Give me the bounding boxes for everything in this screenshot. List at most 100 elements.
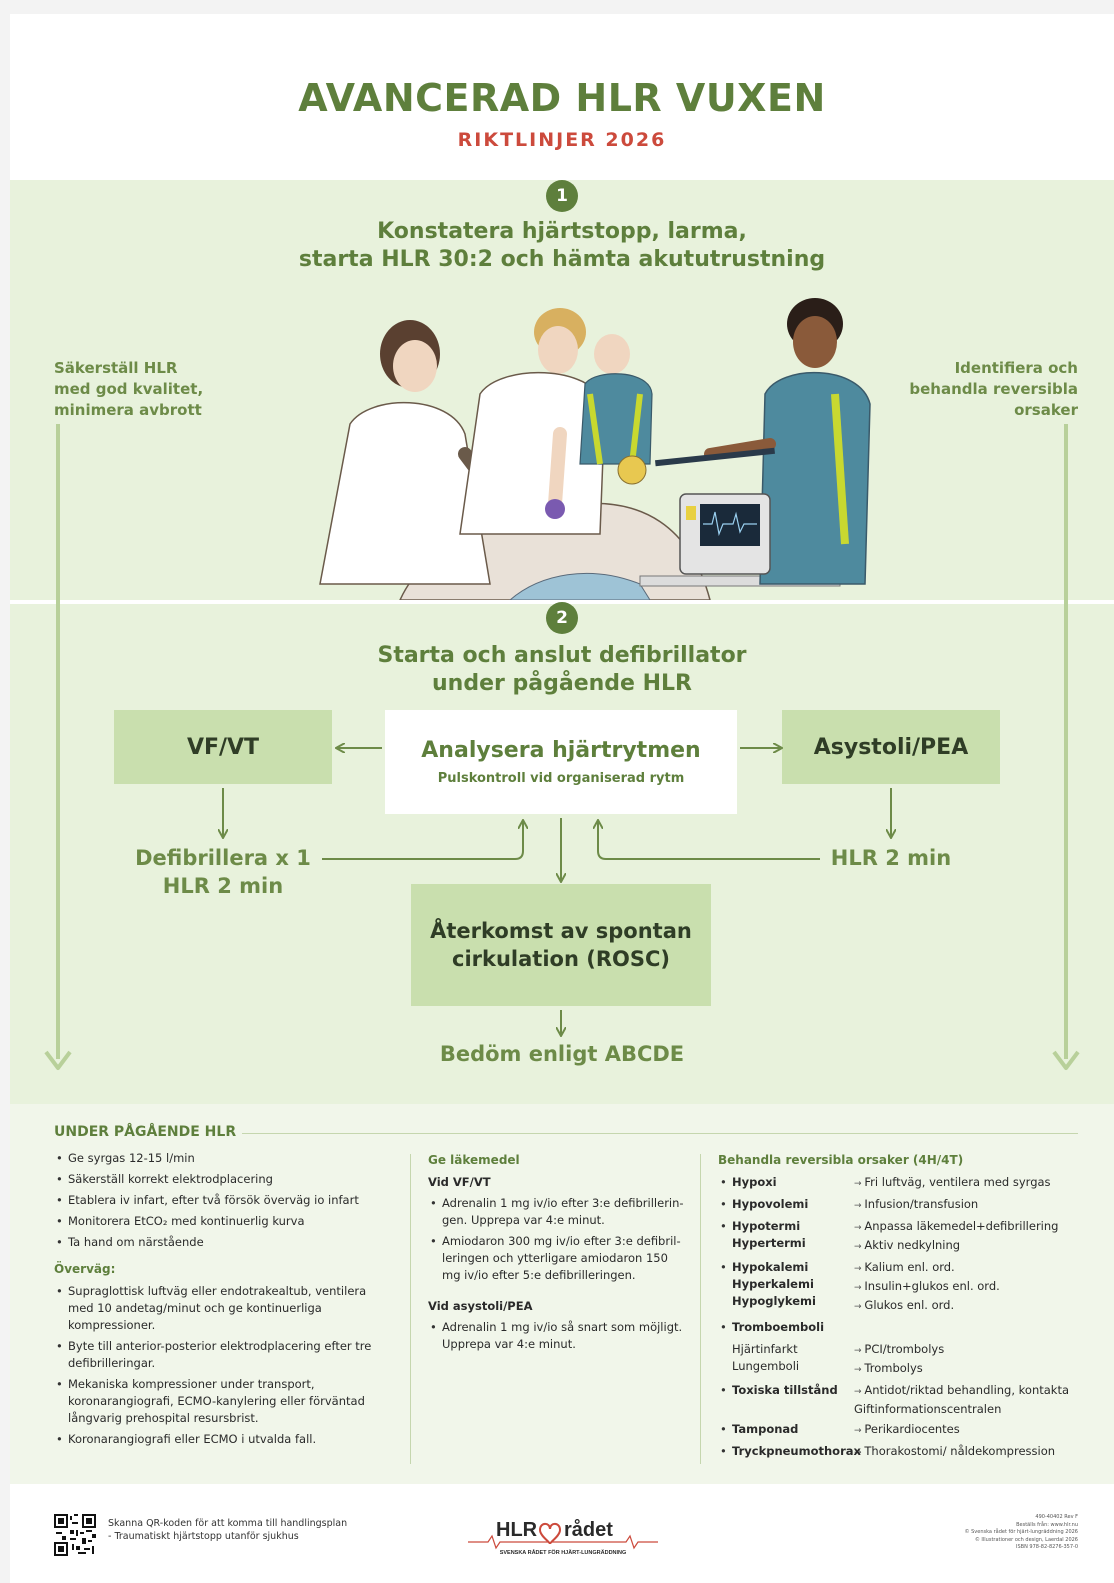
qr-code[interactable] [54, 1514, 96, 1556]
asystole-pea-box: Asystoli/PEA [782, 710, 1000, 784]
treatment-label: Perikardiocentes [854, 1421, 1082, 1440]
treatment-label: Aktiv nedkylning [854, 1237, 1082, 1256]
cpr-2-min-label: HLR 2 min [782, 844, 1000, 872]
publication-line: ISBN 978-82-8276-357-0 [1016, 1544, 1078, 1550]
cause-row: Hypoxi Fri luftväg, ventilera med syrgas [718, 1174, 1082, 1193]
under-cpr-heading: UNDER PÅGÅENDE HLR [54, 1124, 237, 1140]
list-item: Etablera iv infart, efter två försök öve… [54, 1192, 390, 1209]
step-2-line-2: under pågående HLR [432, 671, 692, 696]
drugs-heading: Ge läkemedel [428, 1153, 520, 1167]
treatment-label: Anpassa läkemedel+defibrillering [854, 1218, 1082, 1237]
cause-row: HypotermiHypertermiAnpassa läkemedel+def… [718, 1218, 1082, 1256]
list-item: Ge syrgas 12-15 l/min [54, 1150, 390, 1167]
defibrillate-label: Defibrillera x 1 HLR 2 min [114, 844, 332, 900]
asystole-drugs-heading: Vid asystoli/PEA [428, 1299, 533, 1313]
treatment-label: Trombolys [854, 1360, 1082, 1379]
cause-treatment: Perikardiocentes [854, 1421, 1082, 1440]
column-separator [700, 1154, 701, 1464]
analyse-rhythm-title: Analysera hjärtrytmen [421, 738, 701, 763]
step-2-badge: 2 [546, 602, 578, 634]
cause-label: Lungemboli [732, 1359, 800, 1373]
treatment-label: Glukos enl. ord. [854, 1297, 1082, 1316]
column-separator [410, 1154, 411, 1464]
consider-list: Supraglottisk luftväg eller endotrakealt… [54, 1283, 390, 1448]
publication-line: 490-40402 Rev F [1035, 1514, 1078, 1520]
hlr-radet-logo: HLR rådet SVENSKA RÅDET FÖR HJÄRT-LUNGRÄ… [468, 1518, 658, 1556]
side-right-line: behandla reversibla [909, 380, 1078, 398]
pulse-check-note: Pulskontroll vid organiserad rytm [437, 771, 685, 786]
list-item: Ta hand om närstående [54, 1234, 390, 1251]
publication-info: 490-40402 Rev F Beställs från: www.hlr.n… [928, 1514, 1078, 1552]
list-item: Supraglottisk luftväg eller endotrakealt… [54, 1283, 390, 1334]
reversible-causes-column: Behandla reversibla orsaker (4H/4T) Hypo… [718, 1152, 1082, 1465]
analyse-rhythm-box: Analysera hjärtrytmen Pulskontroll vid o… [385, 710, 737, 814]
cause-label: Hypoglykemi [732, 1294, 816, 1308]
asystole-drug-list: Adrenalin 1 mg iv/io så snart som möjlig… [428, 1319, 690, 1353]
asystole-pea-label: Asystoli/PEA [813, 734, 969, 760]
footer [10, 1484, 1114, 1583]
defibrillate-line-1: Defibrillera x 1 [135, 846, 311, 870]
cause-label: Hjärtinfarkt [732, 1342, 798, 1356]
cause-label: Hypotermi [732, 1219, 801, 1233]
cause-label: Tryckpneumothorax [732, 1444, 861, 1458]
poster: AVANCERAD HLR VUXEN RIKTLINJER 2026 1 Ko… [10, 14, 1114, 1583]
reversible-causes-list: HypoxiFri luftväg, ventilera med syrgasH… [718, 1174, 1082, 1462]
cause-label: Hypoxi [732, 1175, 777, 1189]
list-item: Säkerställ korrekt elektrodplacering [54, 1171, 390, 1188]
abcde-label: Bedöm enligt ABCDE [362, 1040, 762, 1068]
treatment-label: Thorakostomi/ nåldekompression [854, 1443, 1082, 1462]
logo-tagline: SVENSKA RÅDET FÖR HJÄRT-LUNGRÄDDNING [500, 1549, 627, 1556]
vf-vt-drugs-heading: Vid VF/VT [428, 1175, 491, 1189]
side-text-left: Säkerställ HLR med god kvalitet, minimer… [54, 358, 203, 421]
cause-label: Hyperkalemi [732, 1277, 814, 1291]
cause-treatment: - [854, 1319, 1082, 1338]
cause-label: Tamponad [732, 1422, 799, 1436]
cause-name: Tromboemboli [718, 1319, 854, 1338]
consider-heading: Överväg: [54, 1262, 116, 1276]
cause-name: Toxiska tillstånd [718, 1382, 854, 1418]
step-1-badge: 1 [546, 180, 578, 212]
cause-treatment: Fri luftväg, ventilera med syrgas [854, 1174, 1082, 1193]
list-item: Adrenalin 1 mg iv/io så snart som möjlig… [428, 1319, 690, 1353]
list-item: Koronarangiografi eller ECMO i utvalda f… [54, 1431, 390, 1448]
cause-label: Tromboemboli [732, 1320, 825, 1334]
cause-name: Tamponad [718, 1421, 854, 1440]
vf-vt-drug-list: Adrenalin 1 mg iv/io efter 3:e defibrill… [428, 1195, 690, 1284]
side-left-line: minimera avbrott [54, 401, 202, 419]
cause-row: HypokalemiHyperkalemiHypoglykemiKalium e… [718, 1259, 1082, 1316]
treatment-label: Antidot/riktad behandling, kontakta Gift… [854, 1382, 1082, 1418]
rosc-line-2: cirkulation (ROSC) [452, 947, 670, 971]
under-cpr-column: Ge syrgas 12-15 l/min Säkerställ korrekt… [54, 1150, 390, 1452]
step-2-text: Starta och anslut defibrillator under på… [10, 642, 1114, 698]
side-left-line: med god kvalitet, [54, 380, 204, 398]
cause-label: Hypertermi [732, 1236, 806, 1250]
side-text-right: Identifiera och behandla reversibla orsa… [909, 358, 1078, 421]
cause-treatment: Thorakostomi/ nåldekompression [854, 1443, 1082, 1462]
list-item: Mekaniska kompressioner under transport,… [54, 1376, 390, 1427]
cause-treatment: Infusion/transfusion [854, 1196, 1082, 1215]
logo-text-left: HLR [496, 1519, 538, 1541]
treatment-label: PCI/trombolys [854, 1341, 1082, 1360]
list-item: Adrenalin 1 mg iv/io efter 3:e defibrill… [428, 1195, 690, 1229]
reversible-causes-heading: Behandla reversibla orsaker (4H/4T) [718, 1153, 964, 1167]
step-1-line-2: starta HLR 30:2 och hämta akututrustning [298, 247, 826, 272]
treatment-label: Fri luftväg, ventilera med syrgas [854, 1174, 1082, 1193]
step-1-text: Konstatera hjärtstopp, larma, starta HLR… [10, 218, 1114, 274]
publication-line: © Svenska rådet för hjärt-lungräddning 2… [964, 1529, 1078, 1535]
qr-caption-line: Skanna QR-koden för att komma till handl… [108, 1518, 348, 1529]
cause-label: Hypovolemi [732, 1197, 809, 1211]
page-subtitle: RIKTLINJER 2026 [457, 129, 667, 151]
side-right-line: Identifiera och [954, 359, 1078, 377]
cause-treatment: PCI/trombolysTrombolys [854, 1341, 1082, 1379]
cause-treatment: Anpassa läkemedel+defibrilleringAktiv ne… [854, 1218, 1082, 1256]
heading-rule [242, 1133, 1078, 1134]
qr-caption-line: - Traumatiskt hjärtstopp utanför sjukhus [108, 1531, 299, 1542]
flow-arrows [44, 424, 1080, 1070]
list-item: Amiodaron 300 mg iv/io efter 3:e defibri… [428, 1233, 690, 1284]
list-item: Byte till anterior-posterior elektrodpla… [54, 1338, 390, 1372]
page-title: AVANCERAD HLR VUXEN [298, 76, 826, 120]
cause-label: Toxiska tillstånd [732, 1383, 838, 1397]
logo-text-right: rådet [564, 1518, 613, 1541]
